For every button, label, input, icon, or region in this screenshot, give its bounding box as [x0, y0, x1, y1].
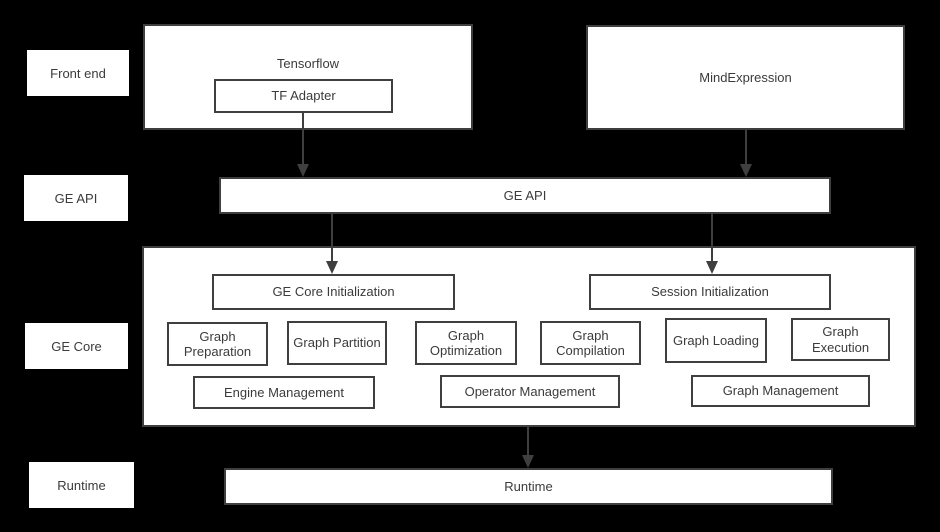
arrow-ge-api-to-ge-core-init-head: [326, 261, 338, 274]
ge-core-box: GE Core Initialization Session Initializ…: [142, 246, 916, 427]
row-label-ge-api: GE API: [24, 175, 128, 221]
graph-preparation-box: Graph Preparation: [167, 322, 268, 366]
row-label-front-end: Front end: [27, 50, 129, 96]
arrow-mindexpression-to-ge-api-head: [740, 164, 752, 177]
graph-partition-box: Graph Partition: [287, 321, 387, 365]
runtime-box: Runtime: [224, 468, 833, 505]
arrow-ge-core-to-runtime-head: [522, 455, 534, 468]
graph-execution-box: Graph Execution: [791, 318, 890, 361]
ge-core-initialization-box: GE Core Initialization: [212, 274, 455, 310]
row-label-ge-core: GE Core: [25, 323, 128, 369]
graph-management-box: Graph Management: [691, 375, 870, 407]
arrow-ge-core-to-runtime-line: [527, 427, 529, 456]
arrow-ge-api-to-session-init-line: [711, 214, 713, 262]
arrow-mindexpression-to-ge-api-line: [745, 130, 747, 165]
graph-compilation-box: Graph Compilation: [540, 321, 641, 365]
session-initialization-box: Session Initialization: [589, 274, 831, 310]
tensorflow-label: Tensorflow: [276, 56, 340, 71]
operator-management-box: Operator Management: [440, 375, 620, 408]
arrow-ge-api-to-ge-core-init-line: [331, 214, 333, 262]
engine-management-box: Engine Management: [193, 376, 375, 409]
mindexpression-box: MindExpression: [586, 25, 905, 130]
graph-loading-box: Graph Loading: [665, 318, 767, 363]
row-label-runtime: Runtime: [29, 462, 134, 508]
graph-optimization-box: Graph Optimization: [415, 321, 517, 365]
arrow-ge-api-to-session-init-head: [706, 261, 718, 274]
arrow-tf-adapter-to-ge-api-line: [302, 113, 304, 165]
ge-api-box: GE API: [219, 177, 831, 214]
tf-adapter-box: TF Adapter: [214, 79, 393, 113]
tensorflow-box: Tensorflow TF Adapter: [143, 24, 473, 130]
arrow-tf-adapter-to-ge-api-head: [297, 164, 309, 177]
